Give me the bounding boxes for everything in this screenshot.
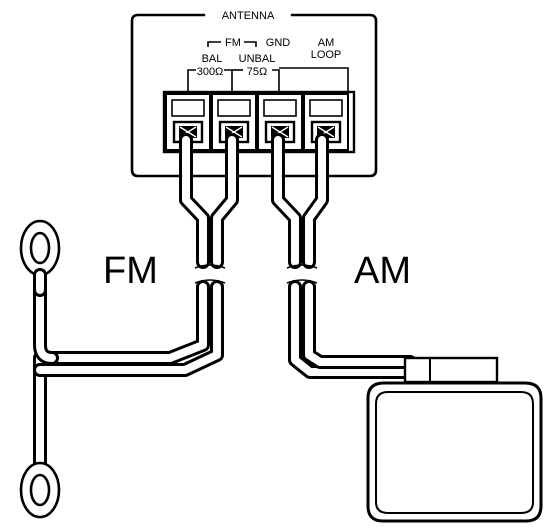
gnd-label: GND (266, 37, 291, 49)
am-break-bottom (286, 279, 318, 284)
ring-lug-icon (19, 461, 61, 519)
bal-leader-right (224, 69, 233, 92)
bal-label: BAL (202, 53, 223, 65)
wires (33, 133, 417, 507)
bal-leader-left (187, 69, 196, 92)
fm-wire-a-lower (33, 280, 210, 507)
fm-bracket-left (207, 41, 221, 47)
am-callout: AM (354, 250, 411, 292)
fm-callout: FM (103, 250, 158, 292)
antenna-panel: ANTENNA FM GND BAL 300Ω UNBAL 75Ω AM LOO… (130, 10, 378, 178)
fm-group-label: FM (225, 37, 241, 49)
fm-bracket-right (244, 41, 257, 47)
unbal-value: 75Ω (247, 66, 267, 78)
panel-title: ANTENNA (222, 10, 275, 22)
bal-value: 300Ω (197, 66, 224, 78)
fm-break-top (194, 264, 226, 269)
am-loop-leader (279, 67, 349, 92)
am-wire-b-lower (302, 280, 417, 369)
loop-antenna-icon (366, 356, 543, 523)
am-loop-label-2: LOOP (311, 49, 342, 61)
am-loop-label-1: AM (318, 37, 335, 49)
unbal-leader-right (272, 69, 280, 92)
fm-break-bottom (194, 279, 226, 284)
unbal-label: UNBAL (239, 53, 276, 65)
am-break-top (286, 264, 318, 269)
ring-lug-icon (19, 219, 61, 297)
